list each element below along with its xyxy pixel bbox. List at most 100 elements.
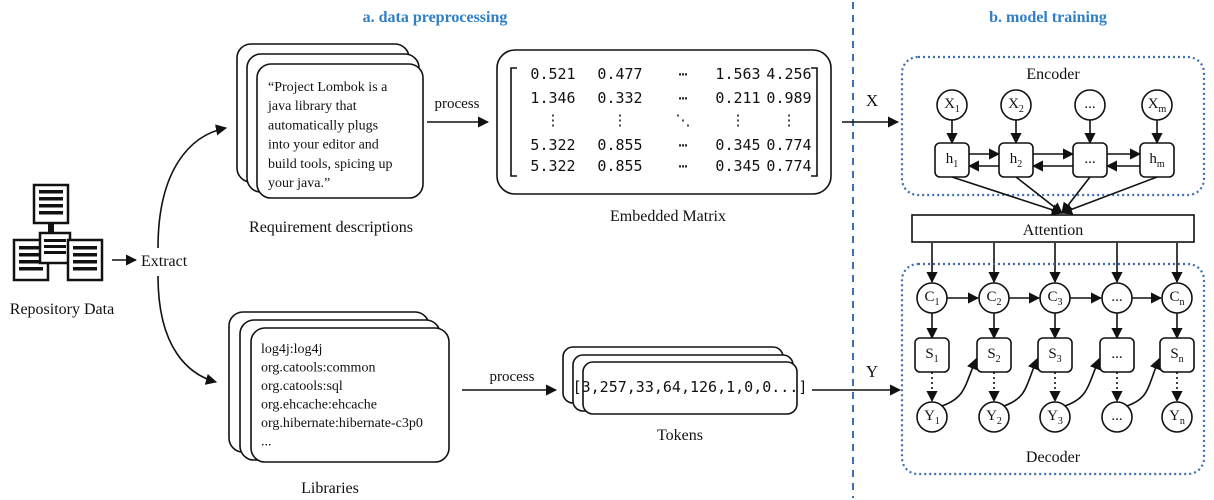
matrix-cell: ⋮: [782, 111, 797, 129]
matrix-cell: 1.563: [715, 65, 760, 83]
attention-input-line: [951, 176, 1064, 216]
library-line: org.ehcache:ehcache: [261, 398, 377, 413]
branch-arrow-requirements: [157, 124, 228, 249]
matrix-cell: 0.477: [597, 65, 642, 83]
process-label-bottom: process: [490, 369, 535, 385]
decoder-output-label: Yn: [1169, 408, 1185, 427]
attention-input-line: [1015, 176, 1063, 214]
decoder-feedback-arrow: [1003, 357, 1039, 407]
decoder-context-label: C1: [924, 289, 939, 308]
libraries-card-stack: [228, 311, 450, 463]
requirement-line: java library that: [267, 99, 357, 114]
matrix-left-bracket: [510, 67, 517, 177]
encoder-hidden-label: ...: [1084, 151, 1095, 167]
encoder-input-label: ...: [1084, 96, 1095, 112]
decoder-output-node: [1101, 401, 1133, 433]
decoder-output-node: [1161, 401, 1193, 433]
encoder-hidden-label: hm: [1149, 151, 1165, 170]
libraries-text: log4j:log4j org.catools:common org.catools…: [261, 342, 423, 450]
matrix-caption: Embedded Matrix: [610, 208, 726, 225]
tokens-caption: Tokens: [657, 427, 703, 444]
encoder-input-label: X1: [944, 96, 960, 115]
requirement-line: your java.”: [268, 176, 330, 191]
decoder-context-label: C2: [986, 289, 1001, 308]
decoder-context-label: ...: [1111, 289, 1122, 305]
matrix-cell: 0.774: [766, 157, 811, 175]
encoder-nodes: X1 X2... Xm h1 h2... hm: [934, 89, 1175, 178]
y-label: Y: [866, 362, 878, 381]
matrix-cell: 0.855: [597, 157, 642, 175]
decoder-output-label: Y1: [924, 408, 940, 427]
matrix-cell: ⋱: [676, 111, 691, 129]
decoder-output-node: [1039, 401, 1071, 433]
matrix-cell: ⋯: [678, 65, 687, 83]
x-label: X: [866, 91, 878, 110]
encoder-hidden-label: h1: [946, 151, 959, 170]
tokens-value: [3,257,33,64,126,1,0,0...]: [573, 378, 808, 396]
decoder-output-label: Y2: [986, 408, 1002, 427]
section-title-training: b. model training: [989, 9, 1107, 26]
attention-input-line: [1060, 176, 1158, 215]
library-line: org.catools:sql: [261, 379, 343, 394]
encoder-input-label: X2: [1008, 96, 1024, 115]
matrix-cell: ⋯: [678, 89, 687, 107]
matrix-cell: 4.256: [766, 65, 811, 83]
matrix-cell: ⋮: [546, 111, 561, 129]
matrix-cell: ⋮: [731, 111, 746, 129]
matrix-right-bracket: [811, 67, 818, 177]
decoder-output-node: [916, 401, 948, 433]
decoder-state-label: S3: [1048, 346, 1061, 365]
encoder-input-label: Xm: [1148, 96, 1167, 115]
decoder-feedback-arrow: [1064, 357, 1101, 407]
matrix-cell: ⋯: [678, 136, 687, 154]
requirement-text: “Project Lombok is a java library that aut…: [267, 80, 392, 191]
decoder-frame: [900, 262, 1206, 476]
matrix-cell: 0.774: [766, 136, 811, 154]
matrix-cell: ⋯: [678, 157, 687, 175]
library-line: ...: [261, 435, 272, 450]
repository-data-label: Repository Data: [10, 301, 114, 318]
decoder-state-label: S2: [987, 346, 1000, 365]
decoder-state-label: Sn: [1170, 346, 1183, 365]
matrix-cell: 0.521: [530, 65, 575, 83]
matrix-cell: 5.322: [530, 136, 575, 154]
decoder-feedback-arrow: [1126, 357, 1161, 407]
library-line: org.hibernate:hibernate-c3p0: [261, 416, 423, 431]
attention-connections: [926, 176, 1183, 284]
matrix-cell: 5.322: [530, 157, 575, 175]
requirement-card-stack: [236, 43, 424, 199]
attention-label: Attention: [1023, 222, 1083, 239]
decoder-state-label: ...: [1111, 346, 1122, 362]
section-title-preprocessing: a. data preprocessing: [363, 9, 508, 26]
libraries-caption: Libraries: [301, 480, 359, 497]
encoder-hidden-label: h2: [1010, 151, 1023, 170]
matrix-cell: 0.855: [597, 136, 642, 154]
matrix-cell: 0.345: [715, 136, 760, 154]
decoder-title: Decoder: [1026, 449, 1081, 466]
requirement-line: “Project Lombok is a: [268, 80, 388, 95]
decoder-output-label: Y3: [1047, 408, 1063, 427]
decoder-output-label: ...: [1111, 408, 1122, 424]
encoder-title: Encoder: [1026, 66, 1080, 83]
library-line: log4j:log4j: [261, 342, 322, 357]
decoder-context-label: Cn: [1169, 289, 1184, 308]
extract-label: Extract: [141, 253, 188, 270]
matrix-cell: 1.346: [530, 89, 575, 107]
embedded-matrix-box: [496, 49, 832, 195]
matrix-cell: 0.211: [715, 89, 760, 107]
decoder-state-label: S1: [925, 346, 938, 365]
branch-arrow-libraries: [157, 275, 218, 385]
requirement-caption: Requirement descriptions: [249, 219, 413, 236]
encoder-frame: [900, 55, 1206, 197]
process-label-top: process: [435, 96, 480, 112]
requirement-line: automatically plugs: [268, 118, 378, 133]
decoder-feedback-arrow: [941, 357, 978, 407]
matrix-cell: ⋮: [613, 111, 628, 129]
matrix-cell: 0.989: [766, 89, 811, 107]
requirement-line: build tools, spicing up: [268, 157, 392, 172]
library-line: org.catools:common: [261, 361, 375, 376]
attention-box: [911, 214, 1195, 243]
